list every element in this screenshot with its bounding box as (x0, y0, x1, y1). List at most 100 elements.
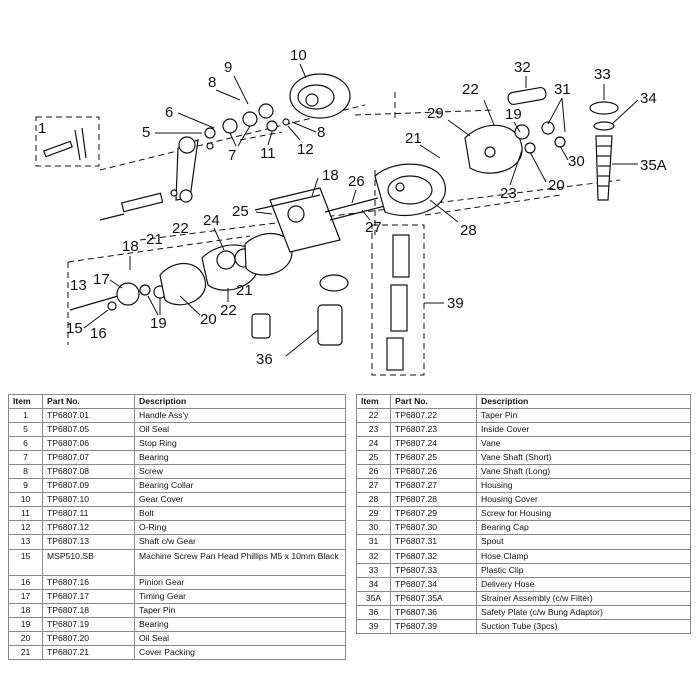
callout: 22 (220, 302, 237, 319)
cell-item: 32 (356, 548, 391, 564)
cell-item: 39 (356, 618, 391, 635)
cell-part-no: TP6807.26 (390, 463, 477, 480)
cell-description: Safety Plate (c/w Bung Adaptor) (476, 604, 691, 621)
cell-part-no: TP6807.23 (390, 421, 477, 437)
callout: 7 (228, 147, 236, 164)
gear-train-group (69, 232, 293, 311)
callout: 26 (348, 173, 365, 190)
cell-item: 17 (8, 588, 43, 604)
callout: 24 (203, 212, 220, 229)
cell-item: 5 (8, 421, 43, 437)
cell-part-no: TP6807.16 (42, 574, 135, 590)
callout-labels: 1 5 6 7 8 8 9 10 11 12 13 15 16 17 18 18… (38, 47, 667, 368)
cell-part-no: MSP510.SB (42, 548, 135, 576)
callout: 11 (260, 145, 276, 162)
header-item: Item (356, 394, 391, 409)
cell-description: Taper Pin (476, 407, 691, 423)
callout: 39 (447, 295, 464, 312)
gear-cover (289, 73, 351, 119)
cell-item: 20 (8, 630, 43, 647)
callout: 13 (70, 277, 87, 294)
callout: 22 (462, 81, 479, 98)
cell-part-no: TP6807.35A (390, 590, 477, 606)
table-header-row: Item Part No. Description (8, 394, 346, 409)
cell-item: 33 (356, 562, 391, 578)
cell-description: Housing (476, 478, 691, 494)
shaft-bearing-group (204, 103, 290, 139)
cell-description: Gear Cover (134, 492, 346, 508)
cell-part-no: TP6807.05 (42, 421, 135, 437)
callout: 1 (38, 120, 46, 137)
cell-description: Vane (476, 435, 691, 451)
callout: 12 (297, 141, 314, 158)
cell-part-no: TP6807.09 (42, 478, 135, 494)
cell-description: Suction Tube (3pcs) (476, 618, 691, 635)
callout: 29 (427, 105, 444, 122)
callout: 19 (150, 315, 167, 332)
callout: 28 (460, 222, 477, 239)
cell-description: Vane Shaft (Long) (476, 463, 691, 480)
cell-item: 1 (8, 407, 43, 423)
callout: 16 (90, 325, 107, 342)
cell-description: Delivery Hose (476, 576, 691, 592)
cell-description: Strainer Assembly (c/w Filter) (476, 590, 691, 606)
callout: 20 (200, 311, 217, 328)
cell-description: Shaft c/w Gear (134, 534, 346, 550)
callout: 33 (594, 66, 611, 83)
callout: 21 (236, 282, 253, 299)
cell-item: 15 (8, 548, 43, 576)
cell-description: Taper Pin (134, 602, 346, 618)
cell-description: Screw (134, 463, 346, 480)
cell-item: 25 (356, 449, 391, 465)
cell-part-no: TP6807.01 (42, 407, 135, 423)
cell-description: Spout (476, 534, 691, 550)
cell-description: Stop Ring (134, 435, 346, 451)
callout: 31 (554, 81, 571, 98)
cell-item: 16 (8, 574, 43, 590)
callout: 5 (142, 124, 150, 141)
cell-description: Hose Clamp (476, 548, 691, 564)
cell-item: 23 (356, 421, 391, 437)
callout: 21 (405, 130, 422, 147)
callout: 36 (256, 351, 273, 368)
cell-item: 9 (8, 478, 43, 494)
cell-item: 30 (356, 520, 391, 536)
callout: 35A (640, 157, 667, 174)
cell-part-no: TP6807.34 (390, 576, 477, 592)
callout: 22 (172, 220, 189, 237)
cell-item: 36 (356, 604, 391, 621)
cell-part-no: TP6807.30 (390, 520, 477, 536)
cell-part-no: TP6807.24 (390, 435, 477, 451)
cell-item: 7 (8, 449, 43, 465)
cell-item: 18 (8, 602, 43, 618)
cell-description: Bearing Cap (476, 520, 691, 536)
cell-item: 35A (356, 590, 391, 606)
header-item: Item (8, 394, 43, 409)
callout: 27 (365, 219, 382, 236)
cell-description: Cover Packing (134, 644, 346, 661)
callout: 19 (505, 106, 522, 123)
cell-item: 34 (356, 576, 391, 592)
cell-description: Housing Cover (476, 492, 691, 508)
cell-part-no: TP6807.08 (42, 463, 135, 480)
cell-part-no: TP6807.29 (390, 506, 477, 522)
callout: 6 (165, 104, 173, 121)
